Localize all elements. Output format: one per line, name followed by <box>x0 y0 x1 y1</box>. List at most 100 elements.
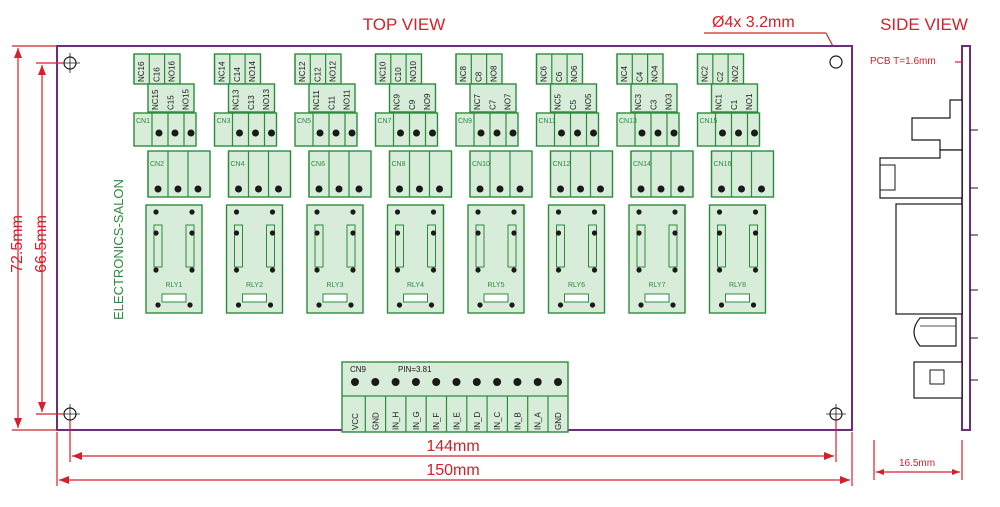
terminal-label: NC10 <box>379 61 388 82</box>
screw-terminal-icon <box>719 129 726 137</box>
terminal-label-block-mid <box>630 83 678 113</box>
terminal-label-block-mid <box>710 83 759 113</box>
terminal-label-block-mid <box>388 83 437 113</box>
terminal-label-block-mid <box>308 83 356 113</box>
relay-diode-icon <box>242 293 267 303</box>
brand-silkscreen: ELECTRONICS-SALON <box>111 179 126 320</box>
terminal-label: NC16 <box>137 61 146 82</box>
header-pin-label: IN_G <box>412 411 421 430</box>
terminal-label: C3 <box>649 99 658 110</box>
terminal-label: C14 <box>233 67 242 82</box>
side-view: PCB T=1.6mm 16.5mm <box>870 45 978 480</box>
screw-terminal-icon <box>436 185 443 193</box>
screw-terminal-icon <box>577 185 584 193</box>
screw-terminal-icon <box>751 129 758 137</box>
screw-terminal-icon <box>657 185 665 193</box>
terminal-label: NC5 <box>554 93 563 110</box>
header-pin-icon <box>371 378 380 386</box>
header-pin-icon <box>391 378 400 386</box>
terminal-block-upper <box>455 112 519 147</box>
terminal-label: NC7 <box>473 93 482 110</box>
side-view-title: SIDE VIEW <box>880 15 968 34</box>
relay-label: RLY2 <box>246 282 263 289</box>
terminal-block-upper <box>535 112 600 147</box>
header-pin-icon <box>513 378 522 386</box>
terminal-block-upper <box>133 112 197 147</box>
screw-terminal-icon <box>493 129 501 137</box>
screw-terminal-icon <box>397 129 404 137</box>
screw-terminal-icon <box>677 185 685 193</box>
terminal-label: C13 <box>247 95 256 110</box>
terminal-label: NO6 <box>570 65 579 82</box>
terminal-block-name: CN16 <box>714 161 732 168</box>
screw-terminal-icon <box>348 129 356 137</box>
relay-coil-icon <box>475 224 485 268</box>
screw-terminal-icon <box>738 185 745 193</box>
terminal-block-name: CN11 <box>539 118 556 125</box>
screw-terminal-icon <box>187 129 195 137</box>
screw-terminal-icon <box>637 185 645 193</box>
terminal-label: C6 <box>555 71 564 82</box>
terminal-label-block-mid <box>469 83 517 113</box>
header-pin-icon <box>351 378 359 386</box>
terminal-label: NC1 <box>715 93 724 110</box>
terminal-block-name: CN1 <box>136 118 150 125</box>
relay-label: RLY8 <box>729 282 746 289</box>
terminal-block-name: CN7 <box>378 118 392 125</box>
top-view-title: TOP VIEW <box>363 15 446 34</box>
terminal-label: C1 <box>730 99 739 110</box>
side-depth-label: 16.5mm <box>899 458 935 469</box>
relay-coil-icon <box>556 224 565 268</box>
screw-terminal-icon <box>275 185 282 193</box>
terminal-label: NO5 <box>584 93 593 110</box>
terminal-block-upper <box>696 112 761 147</box>
header-pin-label: GND <box>371 412 380 430</box>
screw-terminal-icon <box>396 185 403 193</box>
terminal-label-block-mid <box>227 83 276 113</box>
terminal-label: NO3 <box>665 93 674 110</box>
input-header-pitch: PIN=3.81 <box>398 365 432 374</box>
inner-width-label: 144mm <box>426 438 479 455</box>
dimension-lines: 72.5mm 66.5mm 144mm 150mm <box>9 45 853 486</box>
terminal-label: NC8 <box>459 65 468 82</box>
terminal-label: NO12 <box>329 61 338 82</box>
terminal-label: NC15 <box>151 89 160 110</box>
screw-terminal-icon <box>252 129 259 137</box>
screw-terminal-icon <box>429 129 436 137</box>
terminal-label: NC3 <box>634 93 643 110</box>
relay-coil-icon <box>395 224 404 268</box>
screw-terminal-icon <box>638 129 646 137</box>
terminal-label: NO7 <box>504 93 513 110</box>
screw-terminal-icon <box>654 129 662 137</box>
screw-terminal-icon <box>476 185 484 193</box>
side-led <box>913 317 957 347</box>
screw-terminal-icon <box>335 185 343 193</box>
terminal-block-name: CN10 <box>472 161 490 168</box>
screw-terminal-icon <box>236 129 243 137</box>
screw-terminal-icon <box>413 129 420 137</box>
terminal-block-name: CN9 <box>458 118 472 125</box>
screw-terminal-icon <box>416 185 423 193</box>
screw-terminal-icon <box>574 129 581 137</box>
relay-diode-icon <box>483 293 509 303</box>
terminal-block-name: CN2 <box>150 161 164 168</box>
relay-coil-icon <box>234 224 243 268</box>
terminal-label: C12 <box>313 67 322 82</box>
relay-coil-icon <box>314 224 324 268</box>
terminal-block-upper <box>616 112 680 147</box>
relay-label: RLY5 <box>488 282 505 289</box>
terminal-label: NO14 <box>248 61 257 82</box>
screw-terminal-icon <box>558 129 565 137</box>
header-pin-label: VCC <box>351 413 360 430</box>
input-header-block <box>341 361 569 433</box>
relay-diode-icon <box>564 293 589 303</box>
mounting-hole-icon <box>829 55 843 69</box>
side-relay <box>895 203 963 315</box>
